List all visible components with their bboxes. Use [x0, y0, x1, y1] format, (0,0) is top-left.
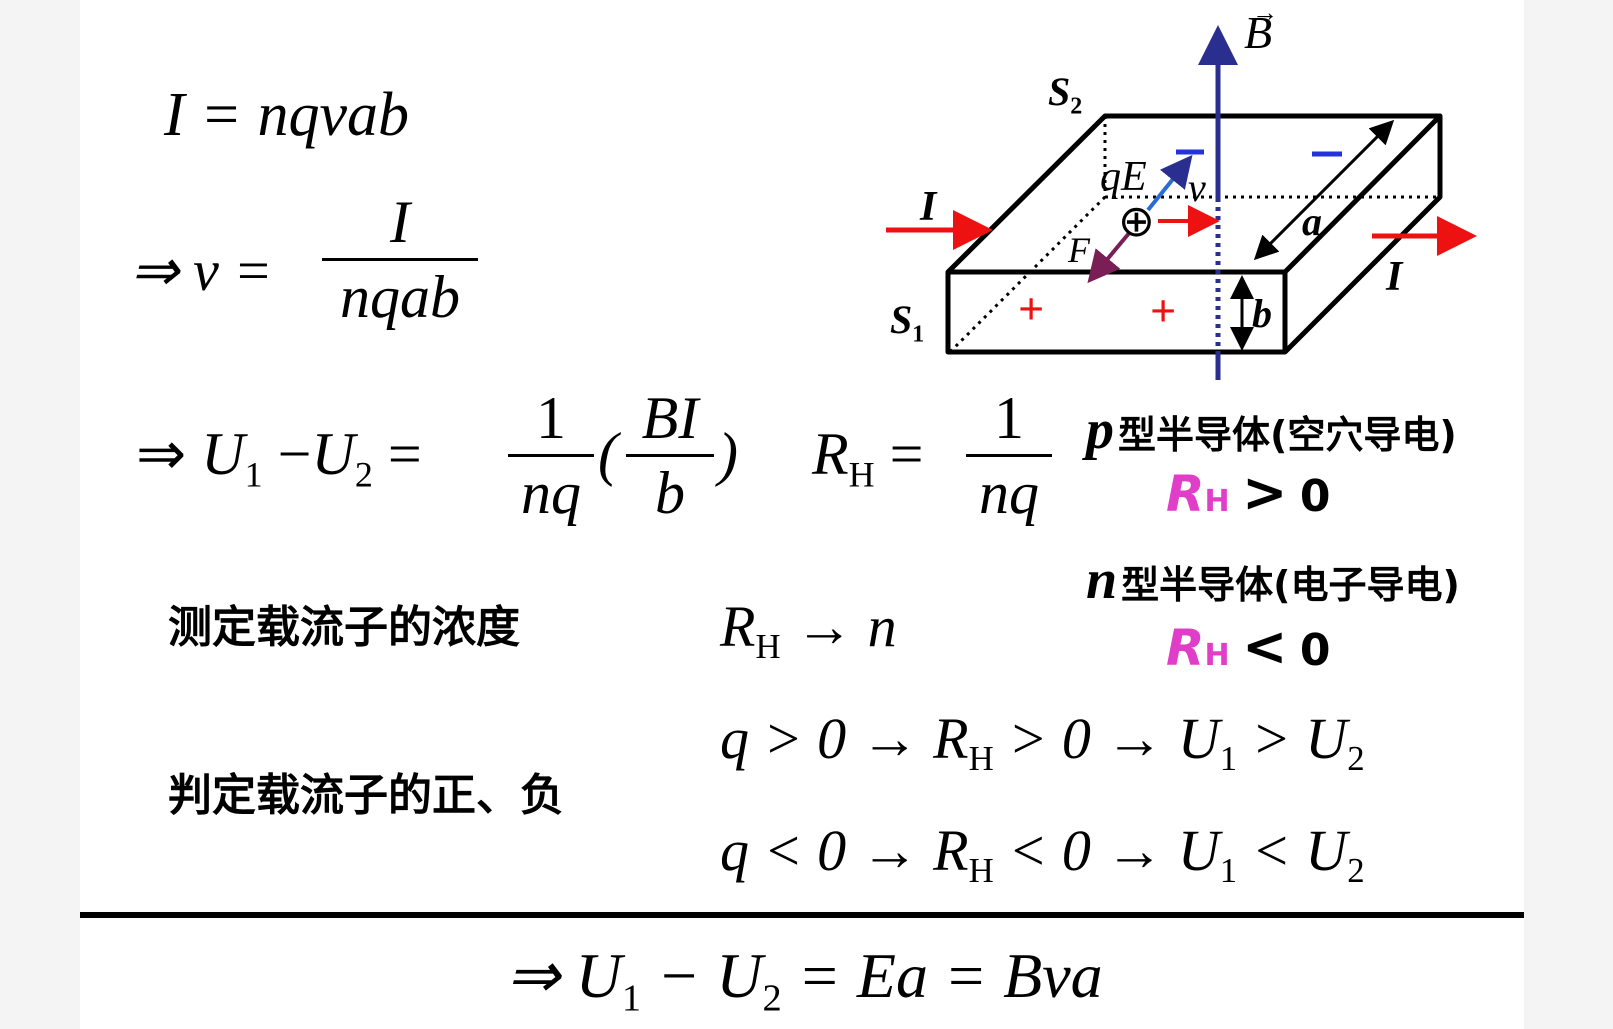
plus-charge-1: +: [1018, 283, 1045, 334]
equals-sign: =: [387, 421, 422, 487]
subscript-H: H: [755, 627, 781, 667]
subscript-1: 1: [244, 454, 263, 495]
zero: 0: [1299, 471, 1331, 522]
paren-close: ): [718, 421, 738, 487]
equation-negative-case: q < 0 → RH < 0 → U1 < U2: [720, 822, 1365, 889]
fraction-velocity-numerator: I: [390, 189, 410, 255]
subscript-1: 1: [1219, 739, 1238, 779]
label-judge-sign: 判定载流子的正、负: [168, 770, 564, 821]
lorentz-force-arrow: [1087, 230, 1132, 284]
greater-than-sign: >: [1242, 461, 1288, 524]
p-type-description: 型半导体(空穴导电): [1118, 413, 1457, 457]
equation-voltage: ⇒ U1 −U2 =: [136, 424, 422, 493]
dimension-a: [1253, 119, 1395, 261]
label-b: b: [1252, 291, 1272, 336]
fraction-denominator: nq: [979, 460, 1039, 526]
fraction-one-over-nq: 1 nq: [508, 388, 594, 523]
label-S1: S1: [890, 297, 925, 348]
label-B: B: [1244, 7, 1273, 58]
fraction-velocity: I nqab: [322, 192, 478, 327]
minus-sign: −: [277, 421, 312, 487]
label-I-out: I: [1386, 254, 1403, 300]
fraction-rh: 1 nq: [966, 388, 1052, 523]
plus-charge-2: +: [1150, 285, 1177, 336]
p-type-rh: RH > 0: [1166, 466, 1331, 520]
positive-case-part: > U: [1237, 706, 1348, 771]
arrow-to-n: → n: [780, 594, 897, 659]
positive-carrier: ⊕: [1118, 196, 1155, 247]
negative-case-part: < 0 → U: [993, 818, 1220, 883]
positive-case-part: > 0 → U: [993, 706, 1220, 771]
subscript-2: 2: [1347, 851, 1365, 891]
subscript-H: H: [968, 851, 994, 891]
n-letter: n: [1086, 549, 1118, 611]
positive-case-part: q > 0 → R: [720, 706, 969, 771]
qe-force-arrow: [1146, 154, 1193, 212]
equals-sign: =: [889, 421, 924, 487]
label-a: a: [1302, 199, 1322, 244]
equation-velocity-lhs: ⇒ v =: [130, 238, 273, 303]
zero: 0: [1299, 625, 1331, 676]
fraction-bar: [508, 454, 594, 457]
equation-hall-voltage: ⇒ U1 − U2 = Ea = Bva: [506, 940, 1103, 1020]
equation-rh-to-n: RH → n: [720, 598, 897, 665]
symbol-R: R: [720, 594, 756, 659]
p-type-row: p 型半导体(空穴导电): [1086, 402, 1457, 458]
label-S2: S2: [1048, 69, 1083, 120]
equation-hall-coefficient: RH =: [812, 424, 924, 493]
label-measure-concentration: 测定载流子的浓度: [168, 602, 520, 653]
label-v: v: [1188, 165, 1206, 210]
n-type-row: n 型半导体(电子导电): [1086, 552, 1460, 608]
hidden-edges: [948, 116, 1440, 354]
fraction-numerator: 1: [536, 385, 566, 451]
subscript-1: 1: [1219, 851, 1238, 891]
subscript-2: 2: [1347, 739, 1365, 779]
subscript-2: 2: [354, 454, 373, 495]
p-letter: p: [1086, 399, 1114, 461]
n-type-rh: RH < 0: [1166, 620, 1331, 674]
symbol-R: R: [812, 421, 849, 487]
fraction-BI-over-b: BI b: [626, 388, 714, 523]
negative-case-part: q < 0 → R: [720, 818, 969, 883]
negative-case-part: < U: [1237, 818, 1348, 883]
paren-open: (: [598, 421, 618, 487]
separator-rule: [80, 912, 1524, 918]
rh-symbol: RH: [1166, 465, 1230, 523]
label-F: F: [1068, 230, 1090, 270]
subscript-H: H: [848, 454, 875, 495]
fraction-bar: [626, 454, 714, 457]
subscript-H: H: [968, 739, 994, 779]
fraction-velocity-denominator: nqab: [340, 264, 460, 330]
fraction-bar: [322, 258, 478, 261]
label-qE: qE: [1100, 154, 1147, 200]
fraction-numerator: BI: [641, 385, 699, 451]
less-than-sign: <: [1242, 615, 1288, 678]
symbol-U1: U: [201, 421, 245, 487]
rh-symbol: RH: [1166, 619, 1230, 677]
symbol-U2: U: [311, 421, 355, 487]
equation-positive-case: q > 0 → RH > 0 → U1 > U2: [720, 710, 1365, 777]
label-I-in: I: [920, 184, 937, 230]
n-type-description: 型半导体(电子导电): [1121, 563, 1460, 607]
fraction-denominator: nq: [521, 460, 581, 526]
label-B-arrow: →: [1252, 0, 1278, 27]
fraction-denominator: b: [655, 460, 685, 526]
fraction-numerator: 1: [994, 385, 1024, 451]
fraction-bar: [966, 454, 1052, 457]
implies-arrow: ⇒: [136, 421, 187, 487]
equation-current: I = nqvab: [164, 81, 410, 149]
